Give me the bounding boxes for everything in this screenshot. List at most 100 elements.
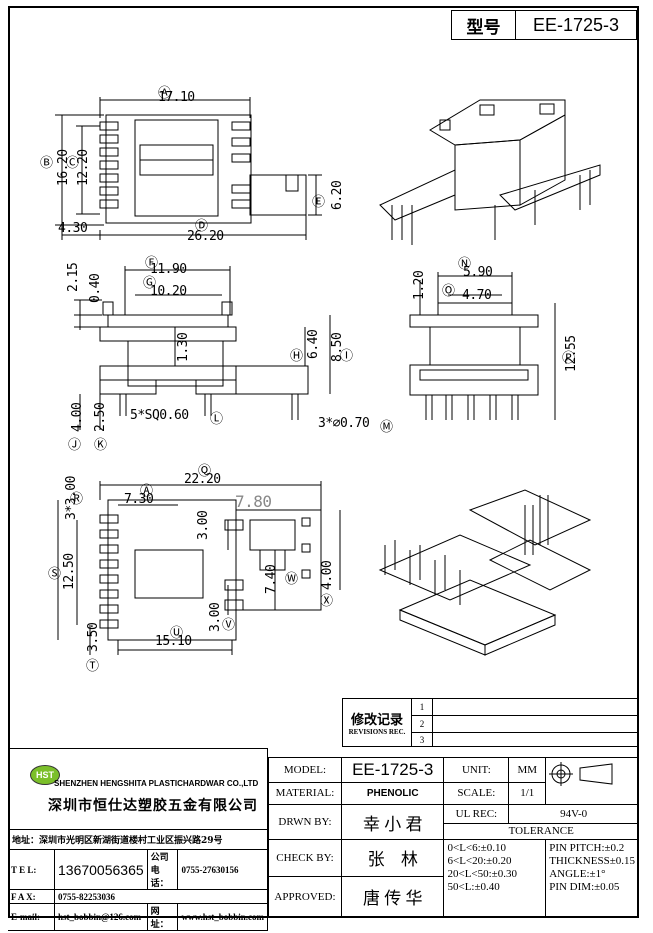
- company-divider: [8, 829, 267, 830]
- dim-label-o: Ⓞ: [442, 284, 455, 299]
- dim-15-10: 15.10: [155, 634, 192, 649]
- unit-label: UNIT:: [443, 757, 510, 783]
- dim-10-20: 10.20: [150, 284, 187, 299]
- tol-3: 20<L<50:±0.30: [447, 868, 517, 881]
- tolerance-label: TOLERANCE: [443, 822, 639, 841]
- dim-label-k: Ⓚ: [94, 438, 107, 453]
- revision-row-1: [432, 698, 639, 716]
- dim-label-b: Ⓑ: [40, 156, 53, 171]
- check-value: 张 林: [340, 839, 445, 877]
- dim-label-h: Ⓗ: [290, 349, 303, 364]
- dim-7-40: 7.40: [264, 564, 279, 594]
- model-value: EE-1725-3: [340, 757, 445, 783]
- web-value: www.hst_bobbin.com: [177, 903, 268, 931]
- ul-value: 94V-0: [508, 804, 639, 824]
- check-label: CHECK BY:: [268, 839, 342, 877]
- bottom-view: [57, 481, 341, 655]
- dim-label-d: Ⓓ: [195, 219, 208, 234]
- dim-3x3-00: 3*3.00: [64, 476, 79, 520]
- ul-label: UL REC:: [443, 804, 510, 824]
- iso-view-top: [379, 99, 601, 245]
- dim-label-w: Ⓦ: [285, 572, 298, 587]
- dim-2-50: 2.50: [93, 402, 108, 432]
- dim-4-00b: 4.00: [320, 560, 335, 590]
- tel-label: T E L:: [8, 849, 55, 890]
- dim-label-n: Ⓝ: [458, 257, 471, 272]
- revision-row-2: [432, 715, 639, 733]
- dim-11-90: 11.90: [150, 262, 187, 277]
- model-label: MODEL:: [268, 757, 342, 783]
- company-logo: HST: [30, 765, 60, 785]
- dim-label-g: Ⓖ: [143, 276, 156, 291]
- header-model: EE-1725-3: [532, 14, 620, 35]
- revision-mark-3: 3: [411, 732, 433, 747]
- dim-1-30: 1.30: [176, 332, 191, 362]
- type-label: 型号: [466, 17, 501, 38]
- dim-12-20: 12.20: [76, 149, 91, 186]
- fax-label: F A X:: [8, 889, 55, 904]
- revision-table: 修改记录 REVISIONS REC. 1 2 3: [342, 698, 639, 747]
- dim-6-40: 6.40: [306, 329, 321, 359]
- drawn-value: 幸 小 君: [340, 804, 445, 841]
- tol-2: 6<L<20:±0.20: [447, 855, 512, 868]
- dim-label-q: Ⓠ: [198, 464, 211, 479]
- pin-3: ANGLE:±1°: [549, 868, 606, 881]
- tol-1: 0<L<6:±0.10: [447, 842, 506, 855]
- revision-mark-1: 1: [411, 698, 433, 716]
- fax-value: 0755-82253036: [54, 889, 268, 904]
- scale-value: 1/1: [508, 781, 547, 806]
- pin-4: PIN DIM:±0.05: [549, 881, 620, 894]
- revision-label-en: REVISIONS REC.: [348, 728, 406, 736]
- contact-table: T E L: 13670056365 公司电话： 0755-27630156 F…: [8, 849, 268, 931]
- dim-label-t: Ⓣ: [86, 659, 99, 674]
- dim-0-40: 0.40: [88, 273, 103, 303]
- dim-26-20: 26.20: [187, 229, 224, 244]
- dim-label-l: Ⓛ: [210, 412, 223, 427]
- dim-4-30: 4.30: [58, 221, 88, 236]
- unit-value: MM: [508, 757, 547, 783]
- tolerance-pins: PIN PITCH:±0.2 THICKNESS±0.15 ANGLE:±1° …: [545, 839, 639, 918]
- dim-1-20: 1.20: [412, 270, 427, 300]
- dim-4-00: 4.00: [70, 402, 85, 432]
- tol-4: 50<L:±0.40: [447, 881, 500, 894]
- dim-label-j: Ⓙ: [68, 438, 81, 453]
- dim-3-00b: 3.00: [208, 602, 223, 632]
- web-label: 网 址：: [146, 903, 179, 931]
- dim-7-80: 7.80: [235, 492, 272, 511]
- scale-label: SCALE:: [443, 781, 510, 806]
- co-tel-label: 公司电话：: [146, 849, 179, 890]
- dim-17-10: 17.10: [158, 90, 195, 105]
- pin-2: THICKNESS±0.15: [549, 855, 635, 868]
- revision-mark-2: 2: [411, 715, 433, 733]
- company-address: 地址：深圳市光明区新湖街道楼村工业区振兴路29号: [12, 836, 223, 846]
- company-name-en: SHENZHEN HENGSHITA PLASTICHARDWAR CO.,LT…: [54, 779, 259, 788]
- dim-3-00a: 3.00: [196, 510, 211, 540]
- front-view: [74, 266, 331, 430]
- drawn-label: DRWN BY:: [268, 804, 342, 841]
- dim-2-15: 2.15: [66, 262, 81, 292]
- dim-6-20: 6.20: [330, 180, 345, 210]
- dim-label-v: Ⓥ: [222, 618, 235, 633]
- dim-12-50: 12.50: [62, 553, 77, 590]
- dim-dia-pins: 3*⌀0.70: [318, 416, 370, 431]
- dim-label-m: Ⓜ: [380, 420, 393, 435]
- dim-label-r: Ⓡ: [70, 492, 83, 507]
- projection-cell: [545, 756, 639, 806]
- dim-5-90: 5.90: [463, 265, 493, 280]
- email-label: E-mail:: [8, 903, 55, 931]
- tolerance-lengths: 0<L<6:±0.10 6<L<20:±0.20 20<L<50:±0.30 5…: [443, 839, 547, 918]
- dim-22-20: 22.20: [184, 472, 221, 487]
- dim-label-s: Ⓢ: [48, 567, 61, 582]
- dim-3-50: 3.50: [86, 622, 101, 652]
- email-value: hst_bobbin@126.com: [54, 903, 148, 931]
- dim-label-a: Ⓐ: [158, 86, 171, 101]
- co-tel-value: 0755-27630156: [177, 849, 268, 890]
- company-name-cn: 深圳市恒仕达塑胶五金有限公司: [48, 798, 258, 814]
- dim-12-55: 12.55: [564, 335, 579, 372]
- tel-value: 13670056365: [54, 849, 148, 890]
- revision-row-3: [432, 732, 639, 747]
- dim-label-p: Ⓟ: [562, 351, 575, 366]
- dim-label-x: Ⓧ: [320, 594, 333, 609]
- top-view: [55, 97, 322, 240]
- material-label: MATERIAL:: [268, 781, 342, 806]
